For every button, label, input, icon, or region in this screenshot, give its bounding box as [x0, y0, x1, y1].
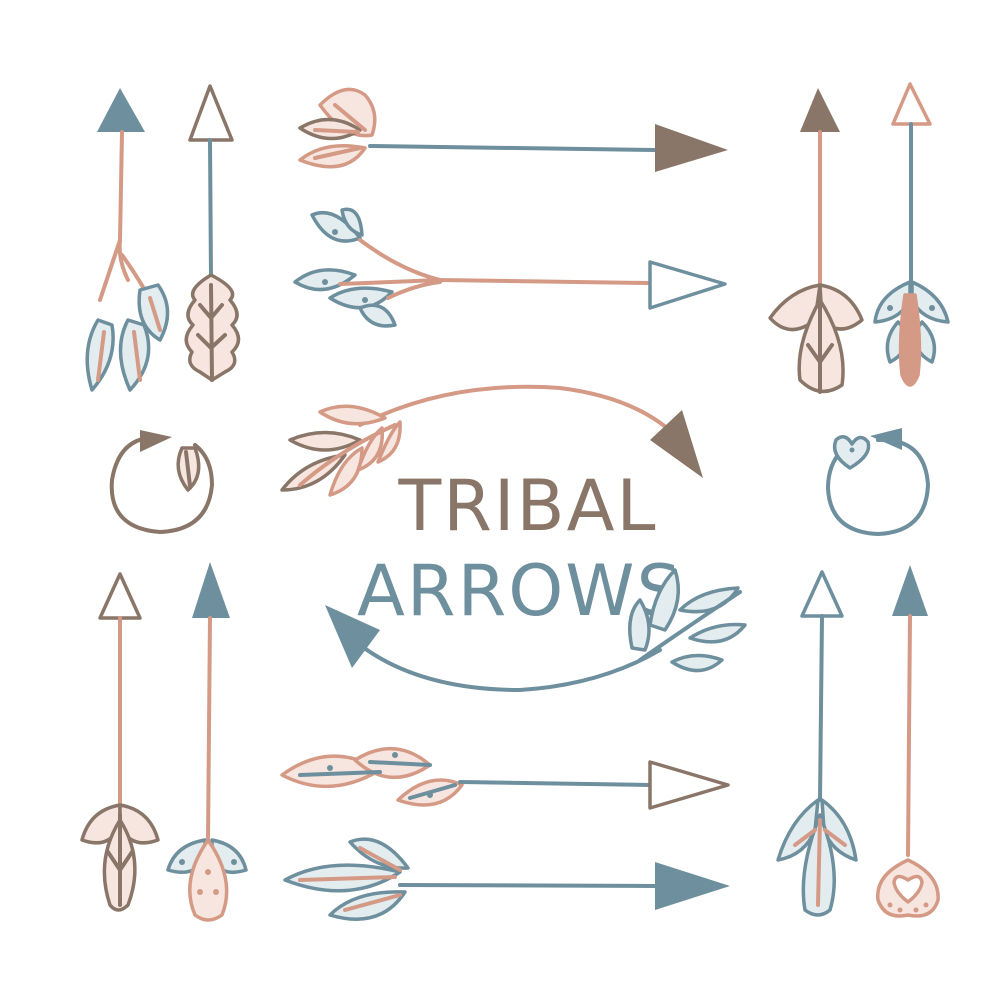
arrowhead-icon: [97, 88, 145, 132]
curved-arrow-top: [280, 384, 703, 497]
feather-icon: [776, 798, 858, 917]
vertical-arrow-bottom-right-1: [776, 570, 858, 917]
arrowhead-icon: [891, 82, 932, 126]
feather-icon: [176, 446, 201, 492]
arrowhead-icon: [892, 565, 928, 616]
feather-icon: [293, 207, 397, 328]
title-line-2: ARROWS: [357, 550, 683, 632]
arrowhead-icon: [325, 605, 380, 668]
feather-icon: [80, 803, 160, 912]
arrowhead-icon: [192, 562, 230, 618]
title-line-1: TRIBAL: [398, 465, 658, 547]
horizontal-arrow-bottom-2: [283, 837, 730, 921]
heart-icon: [876, 858, 940, 918]
vertical-arrow-top-left-1: [85, 88, 170, 392]
vertical-arrow-top-right-2: [873, 82, 950, 387]
arrowhead-icon: [800, 570, 844, 618]
arrowhead-icon: [188, 84, 234, 142]
feather-icon: [280, 747, 464, 807]
feather-icon: [283, 837, 410, 921]
horizontal-arrow-top-1: [298, 87, 728, 172]
feather-icon: [280, 404, 402, 497]
vertical-arrow-top-left-2: [184, 84, 241, 382]
arrowhead-icon: [648, 760, 730, 810]
feather-icon: [184, 273, 241, 382]
arrowhead-icon: [870, 428, 902, 450]
feather-icon: [873, 280, 950, 387]
vertical-arrow-top-right-1: [768, 88, 864, 394]
arrowhead-icon: [98, 572, 142, 620]
arrowhead-icon: [655, 862, 730, 910]
feather-icon: [166, 838, 248, 922]
circular-arrow-right: [825, 428, 931, 537]
feather-icon: [85, 283, 170, 392]
feather-icon: [628, 568, 747, 673]
feather-icon: [298, 87, 377, 169]
circular-arrow-left: [109, 430, 215, 535]
arrowhead-icon: [655, 124, 728, 172]
heart-icon: [832, 435, 871, 470]
arrowhead-icon: [140, 430, 172, 452]
vertical-arrow-bottom-right-2: [876, 565, 940, 918]
arrowhead-icon: [800, 88, 840, 132]
horizontal-arrow-bottom-1: [280, 747, 730, 810]
title-group: TRIBAL ARROWS: [357, 465, 683, 632]
arrowhead-icon: [650, 410, 703, 478]
arrowhead-icon: [648, 260, 727, 310]
feather-icon: [768, 283, 864, 394]
vertical-arrow-bottom-left-1: [80, 572, 160, 912]
horizontal-arrow-top-2: [293, 207, 727, 328]
vertical-arrow-bottom-left-2: [166, 562, 248, 922]
curved-arrow-bottom: [325, 568, 747, 693]
